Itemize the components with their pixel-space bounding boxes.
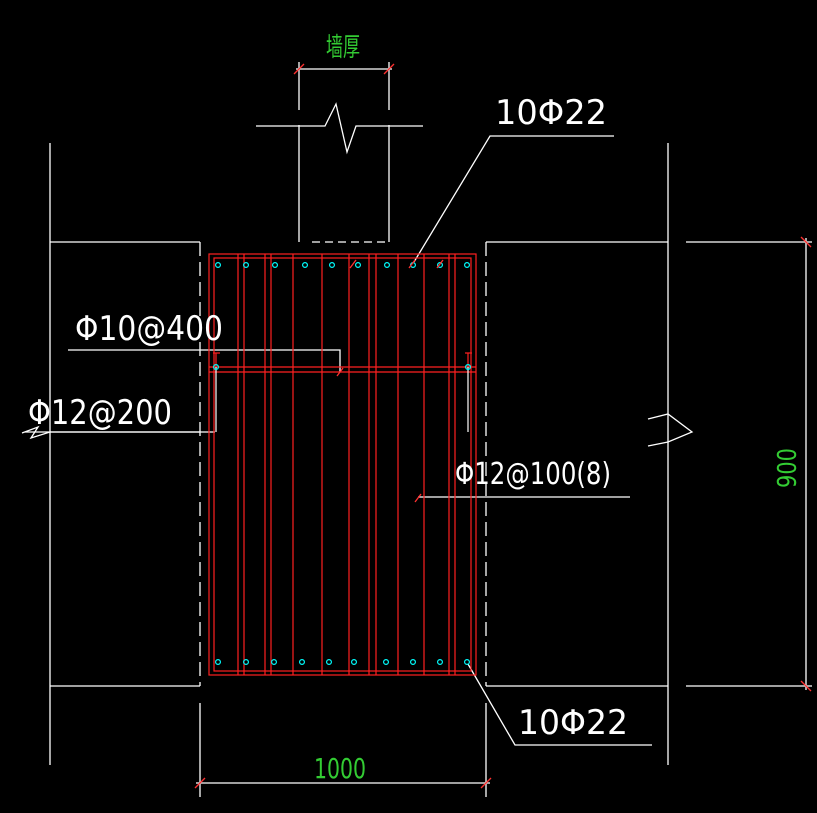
leader-tick [414,493,422,503]
wall-dim-tick [293,63,305,75]
wall-dim-tick [383,63,395,75]
bottom-bar-dot [464,658,471,665]
rebar-lines [208,253,477,676]
width-dim-tick [194,777,206,789]
bottom-bar-dot [326,658,333,665]
top-bar-dots [215,262,471,269]
bottom-bar-dot [410,658,417,665]
wall-break-line [256,102,423,155]
height-dimension-label: 900 [773,448,803,488]
bottom-bar-dot [437,658,444,665]
top-bar-dot [243,262,250,269]
top-bar-dot [355,262,362,269]
top-bars-leader [413,135,614,263]
bottom-bar-dot [299,658,306,665]
right-break-symbol [647,413,694,447]
side-bar-dot [213,364,220,371]
tick-marks [194,63,812,789]
top-bar-dot [464,262,471,269]
bottom-bar-dots [215,658,471,665]
stirrup-inner [213,257,472,672]
width-dim-tick [480,777,492,789]
top-bar-dot [215,262,222,269]
height-dim-tick [800,680,812,692]
leader-tick [436,259,444,269]
stirrups-label: Φ12@100(8) [455,457,611,492]
top-bar-dot [384,262,391,269]
bottom-bar-dot [383,658,390,665]
top-bar-dot [302,262,309,269]
middle-bar-dots [213,364,472,371]
side-bar-dot [465,364,472,371]
side-bar-lines [215,367,469,432]
bottom-bar-dot [215,658,222,665]
top-bars-label: 10Φ22 [495,93,607,133]
side-bars-label: Φ12@200 [28,393,172,433]
bottom-bar-dot [351,658,358,665]
tie-bars-label: Φ10@400 [75,309,223,349]
bottom-bar-dot [271,658,278,665]
wall-thickness-label: 墙厚 [326,33,360,63]
top-bar-dot [437,262,444,269]
width-dimension-label: 1000 [314,752,366,785]
bottom-bar-dot [243,658,250,665]
top-bar-dot [329,262,336,269]
leader-tick [336,367,344,377]
tie-bars-leader [68,349,341,372]
stirrup-outer [208,253,477,676]
leader-tick [349,259,357,269]
bottom-bars-label: 10Φ22 [518,703,628,743]
height-dim-tick [800,236,812,248]
bottom-bars-leader [467,663,652,746]
leader-tick [408,259,416,269]
top-bar-dot [272,262,279,269]
outline-lines [21,62,812,797]
